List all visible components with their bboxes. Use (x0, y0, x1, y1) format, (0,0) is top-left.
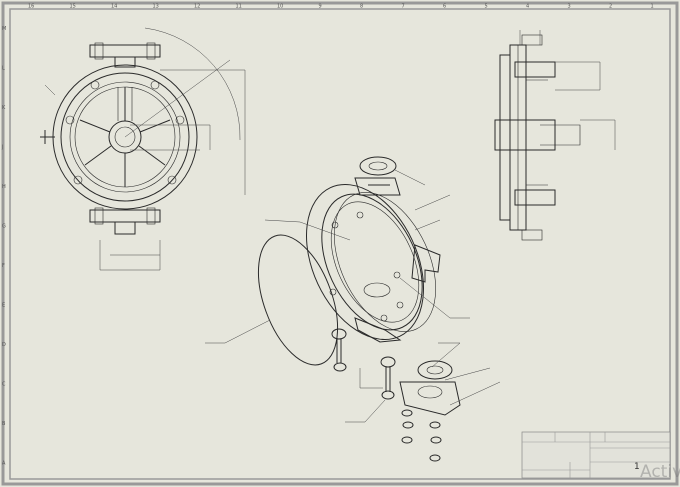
row-label: E (2, 303, 5, 309)
exploded-view (205, 156, 501, 462)
column-label: 12 (194, 4, 200, 10)
column-label: 7 (402, 4, 405, 10)
row-label: K (2, 105, 6, 111)
activation-watermark: Activ (640, 462, 680, 482)
column-label: 1 (651, 4, 654, 10)
sheet-number: 1 (634, 462, 640, 472)
column-label: 13 (153, 4, 159, 10)
row-label: G (2, 224, 6, 230)
row-label: M (2, 26, 6, 32)
column-label: 5 (485, 4, 488, 10)
column-label: 4 (526, 4, 529, 10)
column-label: 10 (277, 4, 283, 10)
row-label: B (2, 421, 6, 427)
column-label: 8 (360, 4, 363, 10)
row-label: J (1, 145, 3, 151)
column-labels: 16 15 14 13 12 11 10 9 8 7 6 5 4 3 2 1 (28, 4, 654, 10)
row-labels: M L K J H G F E D C B A (1, 26, 6, 467)
column-label: 14 (111, 4, 117, 10)
row-label: D (2, 342, 6, 348)
row-label: C (2, 382, 6, 388)
column-label: 3 (568, 4, 571, 10)
column-label: 6 (443, 4, 446, 10)
title-block (521, 431, 671, 479)
row-label: L (2, 66, 5, 72)
front-view (40, 27, 246, 271)
row-label: F (2, 263, 5, 269)
row-label: H (2, 184, 6, 190)
row-label: A (2, 461, 6, 467)
side-view (494, 30, 616, 241)
column-label: 15 (70, 4, 76, 10)
column-label: 2 (609, 4, 612, 10)
column-label: 9 (319, 4, 322, 10)
inner-frame (9, 8, 671, 480)
column-label: 11 (236, 4, 242, 10)
column-label: 16 (28, 4, 34, 10)
